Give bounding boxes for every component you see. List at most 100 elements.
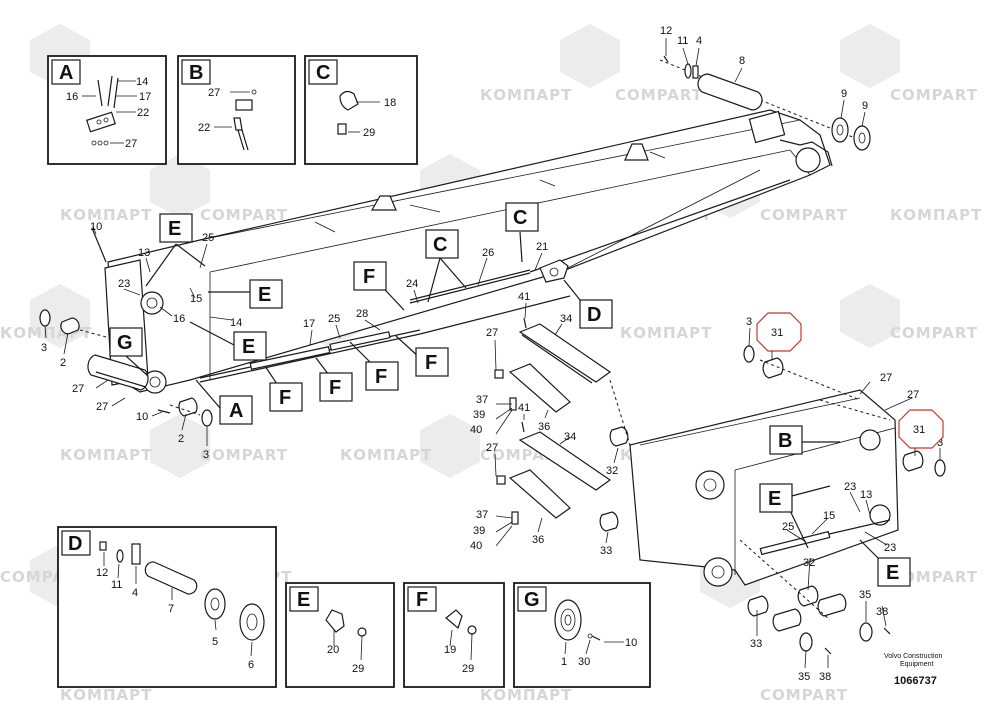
callout-10: 10 xyxy=(136,411,148,423)
cylinder-parts xyxy=(494,317,631,532)
callout-36: 36 xyxy=(532,534,544,546)
svg-text:C: C xyxy=(513,207,527,229)
svg-text:16: 16 xyxy=(66,91,78,103)
callout-27: 27 xyxy=(486,327,498,339)
ref-box-f[interactable]: F xyxy=(365,361,399,391)
svg-text:COMPART: COMPART xyxy=(890,568,978,586)
svg-text:27: 27 xyxy=(208,87,220,99)
ref-box-f[interactable]: F xyxy=(415,347,449,377)
svg-text:20: 20 xyxy=(327,644,339,656)
ref-box-f[interactable]: F xyxy=(353,261,387,291)
svg-text:F: F xyxy=(329,377,341,399)
callout-40: 40 xyxy=(470,540,482,552)
callout-3: 3 xyxy=(746,316,752,328)
svg-text:КОМПАРТ: КОМПАРТ xyxy=(60,206,152,224)
svg-text:29: 29 xyxy=(462,663,474,675)
callout-33: 33 xyxy=(750,638,762,650)
svg-text:E: E xyxy=(886,562,899,584)
company-name-line1: Volvo Construction xyxy=(884,653,942,660)
svg-text:G: G xyxy=(117,332,133,354)
ref-box-c[interactable]: C xyxy=(505,202,539,232)
callout-3: 3 xyxy=(937,437,943,449)
callout-3: 3 xyxy=(41,342,47,354)
svg-text:22: 22 xyxy=(198,122,210,134)
detail-box-c: C 18 29 xyxy=(304,55,418,165)
ref-box-e[interactable]: E xyxy=(877,557,911,587)
svg-text:E: E xyxy=(297,589,310,611)
svg-text:31: 31 xyxy=(913,424,925,436)
callout-23: 23 xyxy=(118,278,130,290)
top-pin-assembly xyxy=(659,55,871,151)
svg-text:КОМПАРТ: КОМПАРТ xyxy=(480,686,572,704)
callout-17: 17 xyxy=(303,318,315,330)
ref-box-e[interactable]: E xyxy=(233,331,267,361)
svg-text:COMPART: COMPART xyxy=(890,324,978,342)
ref-box-f[interactable]: F xyxy=(319,372,353,402)
callout-9: 9 xyxy=(862,100,868,112)
ref-box-f[interactable]: F xyxy=(269,382,303,412)
callout-15: 15 xyxy=(190,293,202,305)
ref-box-c[interactable]: C xyxy=(425,229,459,259)
callout-28: 28 xyxy=(356,308,368,320)
callout-4: 4 xyxy=(696,35,702,47)
letter-reference-boxes: E E E G A C C D F F F F F B E E xyxy=(109,202,911,587)
ref-box-e[interactable]: E xyxy=(249,279,283,309)
callout-2: 2 xyxy=(60,357,66,369)
callout-24: 24 xyxy=(406,278,418,290)
svg-text:31: 31 xyxy=(771,327,783,339)
callout-27: 27 xyxy=(907,389,919,401)
svg-text:КОМПАРТ: КОМПАРТ xyxy=(480,86,572,104)
ref-box-b[interactable]: B xyxy=(769,425,803,455)
callout-33: 33 xyxy=(600,545,612,557)
svg-text:B: B xyxy=(778,430,792,452)
callout-40: 40 xyxy=(470,424,482,436)
svg-text:A: A xyxy=(229,400,243,422)
svg-text:4: 4 xyxy=(132,587,138,599)
svg-text:F: F xyxy=(375,366,387,388)
svg-text:12: 12 xyxy=(96,567,108,579)
svg-text:6: 6 xyxy=(248,659,254,671)
svg-text:COMPART: COMPART xyxy=(200,206,288,224)
ref-box-a[interactable]: A xyxy=(219,395,253,425)
callout-27: 27 xyxy=(72,383,84,395)
svg-text:F: F xyxy=(416,589,428,611)
highlight-31-upper[interactable]: 31 xyxy=(756,312,802,360)
document-number: 1066737 xyxy=(894,675,937,687)
callout-23: 23 xyxy=(884,542,896,554)
callout-27: 27 xyxy=(486,442,498,454)
callout-25: 25 xyxy=(202,232,214,244)
ref-box-d[interactable]: D xyxy=(579,299,613,329)
svg-text:C: C xyxy=(316,62,330,84)
svg-text:19: 19 xyxy=(444,644,456,656)
svg-text:E: E xyxy=(168,218,181,240)
svg-text:COMPART: COMPART xyxy=(200,446,288,464)
callout-35: 35 xyxy=(859,589,871,601)
callout-32: 32 xyxy=(606,465,618,477)
svg-text:D: D xyxy=(587,304,601,326)
callout-35: 35 xyxy=(798,671,810,683)
svg-text:14: 14 xyxy=(136,76,148,88)
callout-36: 36 xyxy=(538,421,550,433)
callout-39: 39 xyxy=(473,409,485,421)
svg-text:КОМПАРТ: КОМПАРТ xyxy=(60,686,152,704)
callout-34: 34 xyxy=(560,313,572,325)
callout-39: 39 xyxy=(473,525,485,537)
svg-text:D: D xyxy=(68,533,82,555)
callout-27: 27 xyxy=(880,372,892,384)
detail-box-b: B 27 22 xyxy=(177,55,296,165)
right-pin-parts xyxy=(739,345,946,655)
ref-box-g[interactable]: G xyxy=(109,327,143,357)
svg-text:COMPART: COMPART xyxy=(890,86,978,104)
callout-13: 13 xyxy=(860,489,872,501)
svg-text:E: E xyxy=(258,284,271,306)
callout-8: 8 xyxy=(739,55,745,67)
svg-text:7: 7 xyxy=(168,603,174,615)
ref-box-e[interactable]: E xyxy=(159,213,193,243)
ref-box-e[interactable]: E xyxy=(759,483,793,513)
detail-box-f: F 19 29 xyxy=(403,582,505,688)
svg-text:10: 10 xyxy=(625,637,637,649)
callout-27: 27 xyxy=(96,401,108,413)
highlight-31-lower[interactable]: 31 xyxy=(898,409,944,456)
